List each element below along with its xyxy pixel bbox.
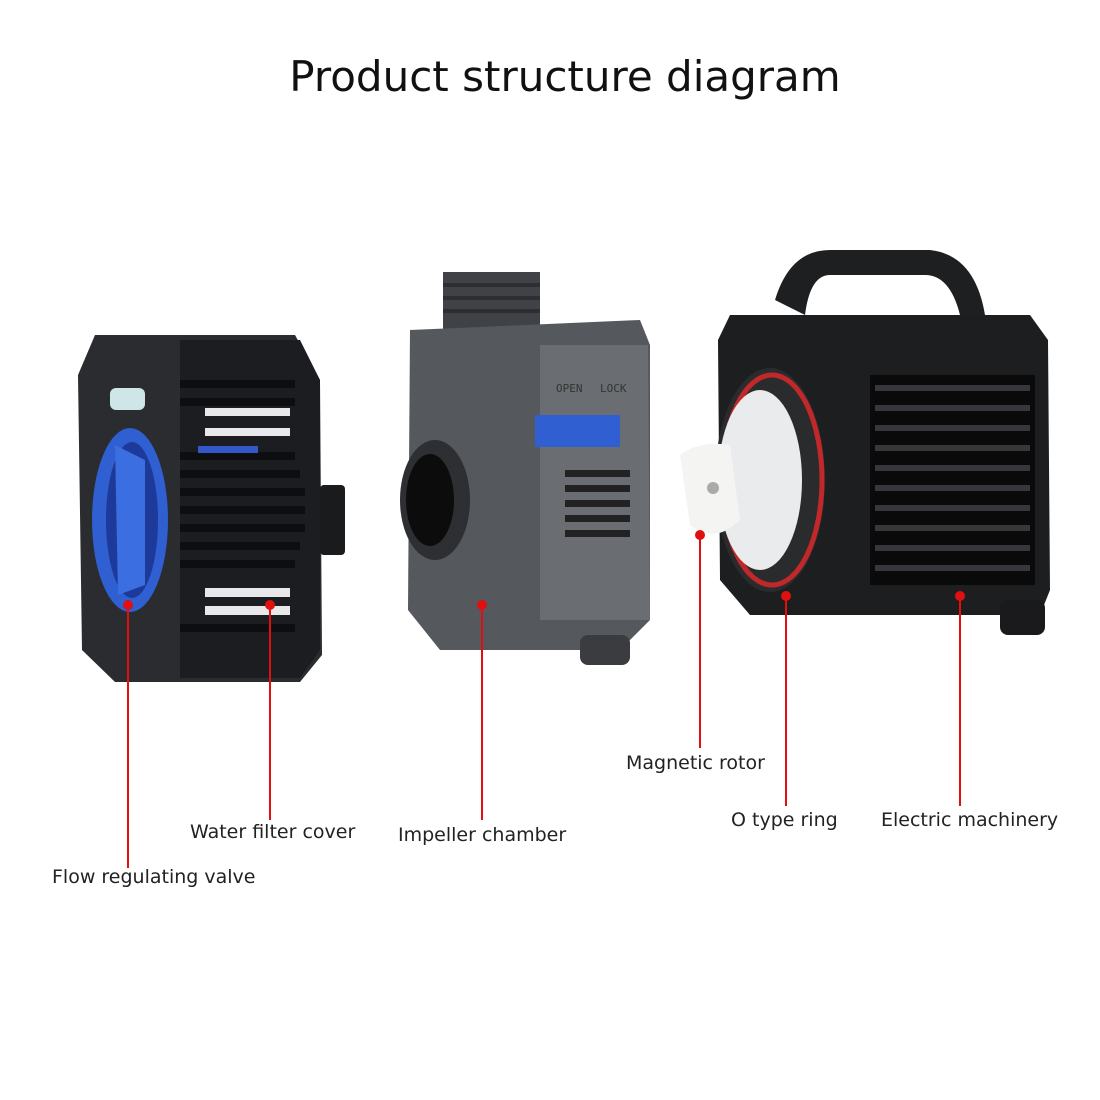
impeller-chamber-image: OPEN LOCK [400, 272, 650, 665]
label-o-type-ring: O type ring [731, 809, 838, 831]
open-marking: OPEN [556, 382, 583, 395]
filter-cover-image [78, 335, 345, 682]
leader-lines [127, 535, 961, 868]
motor-image [680, 250, 1050, 635]
label-water-filter-cover: Water filter cover [190, 821, 356, 843]
page-title: Product structure diagram [289, 52, 841, 101]
lock-marking: LOCK [600, 382, 627, 395]
label-magnetic-rotor: Magnetic rotor [626, 752, 765, 774]
label-impeller-chamber: Impeller chamber [398, 824, 567, 846]
label-flow-regulating-valve: Flow regulating valve [52, 866, 256, 888]
leader-dots [123, 530, 965, 610]
label-electric-machinery: Electric machinery [881, 809, 1059, 831]
